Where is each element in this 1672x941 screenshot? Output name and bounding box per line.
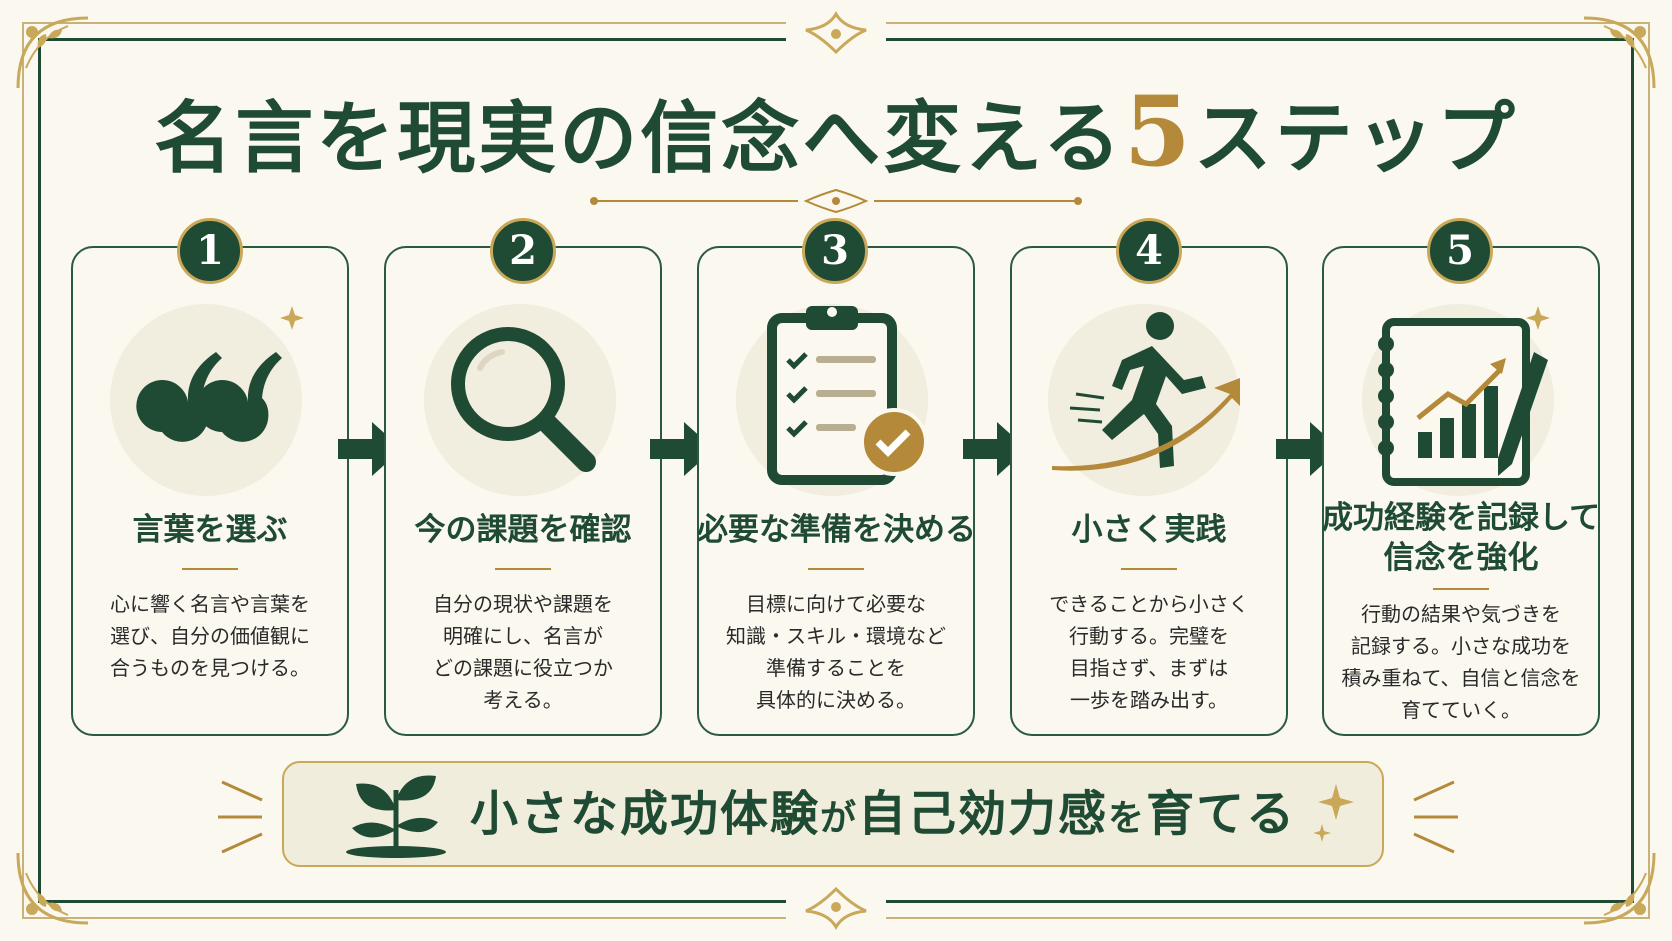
step-badge-4: 4 [1116,218,1182,284]
step-desc-3: 目標に向けて必要な知識・スキル・環境など準備することを具体的に決める。 [726,592,946,712]
step-title-5: 成功経験を記録して信念を強化 [1322,500,1601,576]
bottom-flourish-icon [786,881,886,935]
top-flourish-icon [786,6,886,60]
step-title-2: 今の課題を確認 [414,512,632,548]
step-badge-3: 3 [802,218,868,284]
sparkle-icon [1314,784,1354,842]
step-desc-5: 行動の結果や気づきを記録する。小さな成功を積み重ねて、自信と信念を育てていく。 [1341,602,1581,722]
clipboard-check-icon [736,304,928,496]
growth-notebook-icon [1362,304,1554,496]
step-badge-2: 2 [490,218,556,284]
step-desc-2: 自分の現状や課題を明確にし、名言がどの課題に役立つか考える。 [433,592,613,712]
step-desc-4: できることから小さく行動する。完璧を目指さず、まずは一歩を踏み出す。 [1049,592,1249,712]
step-rule-2 [495,568,551,570]
step-title-3: 必要な準備を決める [697,512,976,548]
step-title-4: 小さく実践 [1071,512,1227,548]
step-desc-1: 心に響く名言や言葉を選び、自分の価値観に合うものを見つける。 [110,592,310,680]
corner-ornament-icon [16,852,89,925]
right-rays-icon [1413,780,1458,854]
corner-ornament-icon [16,16,89,89]
quote-icon [110,304,304,496]
page-title: 名言を現実の信念へ変える5ステップ [154,75,1518,188]
corner-ornament-icon [1583,852,1656,925]
step-badge-1: 1 [177,218,243,284]
corner-ornament-icon [1583,16,1656,89]
step-badge-5: 5 [1427,218,1493,284]
left-rays-icon [218,780,263,854]
bottom-banner [282,761,1384,867]
title-number: 5 [1123,75,1194,188]
step-title-1: 言葉を選ぶ [132,512,288,548]
running-person-icon [1048,304,1240,496]
step-rule-5 [1433,588,1489,590]
step-rule-1 [182,568,238,570]
step-rule-4 [1121,568,1177,570]
step-rule-3 [808,568,864,570]
magnifier-icon [424,304,616,496]
sprout-icon [346,775,446,858]
banner-text: 小さな成功体験が自己効力感を育てる [470,786,1297,842]
title-divider-icon [590,188,1082,214]
